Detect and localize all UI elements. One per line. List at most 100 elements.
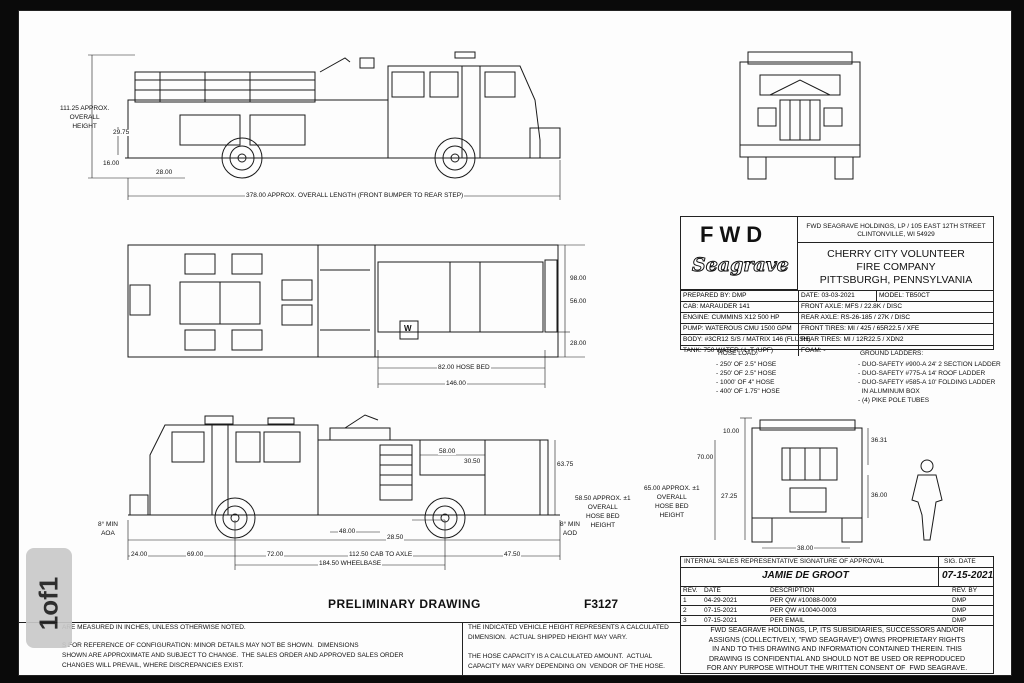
list-item: - 400' OF 1.75" HOSE	[716, 388, 780, 395]
dim-63-75: 63.75	[556, 461, 575, 468]
dim-36-00: 36.00	[870, 492, 889, 499]
legal-notice: FWD SEAGRAVE HOLDINGS, LP, ITS SUBSIDIAR…	[706, 627, 968, 672]
note-height: THE INDICATED VEHICLE HEIGHT REPRESENTS …	[468, 624, 669, 641]
spec-cell: PREPARED BY: DMP	[683, 292, 747, 299]
spec-row: PUMP: WATEROUS CMU 1500 GPM FRONT TIRES: …	[680, 323, 994, 334]
hose-load-list: - 250' OF 2.5" HOSE - 250' OF 2.5" HOSE - …	[716, 360, 780, 396]
sig-date-header: SIG. DATE	[944, 558, 976, 565]
wheelbase-label: 184.50 WHEELBASE	[318, 560, 383, 567]
dim-24-00: 24.00	[130, 551, 149, 558]
hose-bed-label: 82.00 HOSE BED	[437, 364, 491, 371]
dim-38-00: 38.00	[796, 545, 815, 552]
spec-cell: FRONT TIRES: MI / 425 / 65R22.5 / XFE	[798, 324, 919, 334]
ground-ladders-title: GROUND LADDERS:	[860, 350, 924, 357]
revision-cell: 04-29-2021	[704, 597, 738, 604]
spec-cell: ENGINE: CUMMINS X12 500 HP	[683, 314, 780, 321]
list-item: IN ALUMINUM BOX	[858, 388, 920, 395]
note-units: ARE MEASURED IN INCHES, UNLESS OTHERWISE…	[62, 624, 246, 631]
list-item: - DUO-SAFETY #900-A 24' 2 SECTION LADDER	[858, 361, 1001, 368]
plan-view-truck	[127, 244, 559, 358]
revision-cell: DMP	[952, 597, 967, 604]
dim-36-31: 36.31	[870, 437, 889, 444]
spec-cell: REAR TIRES: MI / 12R22.5 / XDN2	[798, 335, 903, 345]
hose-bed-height-label: 58.50 APPROX. ±1 OVERALL HOSE BED HEIGHT	[575, 495, 631, 529]
revision-cell: PER QW #10088-0009	[770, 597, 837, 604]
revision-cell: 1	[683, 597, 687, 604]
side-view-bottom-truck	[128, 414, 560, 539]
note-reference: S FOR REFERENCE OF CONFIGURATION: MINOR …	[62, 642, 404, 669]
front-view-truck	[739, 51, 861, 180]
revision-cell: 07-15-2021	[704, 617, 738, 624]
dim-16-00: 16.00	[102, 160, 121, 167]
dim-56: 56.00	[569, 298, 588, 305]
dim-58-00: 58.00	[438, 448, 457, 455]
customer-name: CHERRY CITY VOLUNTEER FIRE COMPANY PITTS…	[819, 248, 973, 286]
revision-cell: REV. BY	[952, 587, 978, 594]
overall-length-label: 378.00 APPROX. OVERALL LENGTH (FRONT BUM…	[245, 192, 465, 199]
dim-10-00: 10.00	[722, 428, 741, 435]
dim-146: 146.00	[445, 380, 467, 387]
spec-cell: TANK: 750 WATER / L-T (UPF)	[683, 347, 774, 354]
revision-cell: PER QW #10040-0003	[770, 607, 837, 614]
cab-to-axle-label: 112.50 CAB TO AXLE	[348, 551, 414, 558]
spec-cell: FRONT AXLE: MFS / 22.8K / DISC	[798, 302, 902, 312]
spec-row: TANK: 750 WATER / L-T (UPF) FOAM: -	[680, 345, 994, 356]
dim-29-75: 29.75	[112, 129, 131, 136]
list-item: - DUO-SAFETY #775-A 14' ROOF LADDER	[858, 370, 986, 377]
drawing-sheet	[18, 10, 1012, 676]
dim-28-50: 28.50	[386, 534, 405, 541]
dim-30-50: 30.50	[463, 458, 482, 465]
dim-48-00: 48.00	[338, 528, 357, 535]
revision-cell: DMP	[952, 607, 967, 614]
seagrave-logo: Seagrave	[692, 254, 790, 277]
revision-cell: 3	[683, 617, 687, 624]
spec-cell: FOAM: -	[798, 346, 826, 356]
rear-hose-bed-height-label: 65.00 APPROX. ±1 OVERALL HOSE BED HEIGHT	[644, 485, 700, 519]
spec-row: CAB: MARAUDER 141 FRONT AXLE: MFS / 22.8K…	[680, 301, 994, 312]
dim-72-00: 72.00	[266, 551, 285, 558]
revision-cell: DMP	[952, 617, 967, 624]
spec-cell: DATE: 03-03-2021	[798, 291, 855, 301]
revision-cell: PER EMAIL	[770, 617, 805, 624]
list-item: - 250' OF 2.5" HOSE	[716, 370, 777, 377]
list-item: - 1000' OF 4" HOSE	[716, 379, 775, 386]
dim-28: 28.00	[569, 340, 588, 347]
aoa-label: 8° MIN AOA	[98, 521, 118, 537]
rear-view-truck	[714, 417, 869, 549]
spec-cell: MODEL: TB50CT	[876, 291, 930, 301]
dim-47-50: 47.50	[503, 551, 522, 558]
drawing-number: F3127	[584, 597, 619, 611]
spec-cell: BODY: #3CR12 S/S / MATRIX 146 (FLUSH)	[683, 336, 811, 343]
page-indicator-badge: 1of1	[26, 548, 72, 648]
revision-cell: 2	[683, 607, 687, 614]
logo-cell	[680, 216, 798, 290]
aod-label: 8° MIN AOD	[560, 521, 580, 537]
ground-ladders-list: - DUO-SAFETY #900-A 24' 2 SECTION LADDER…	[858, 360, 1001, 405]
list-item: - 250' OF 2.5" HOSE	[716, 361, 777, 368]
fwd-logo: FWD	[700, 222, 769, 247]
title-block	[680, 216, 994, 350]
revision-cell: REV.	[683, 587, 698, 594]
spec-table: PREPARED BY: DMP DATE: 03-03-2021 MODEL: T…	[680, 290, 994, 356]
dim-28-00: 28.00	[155, 169, 174, 176]
spec-cell: PUMP: WATEROUS CMU 1500 GPM	[683, 325, 792, 332]
approval-header: INTERNAL SALES REPRESENTATIVE SIGNATURE …	[684, 558, 885, 565]
preliminary-drawing-title: PRELIMINARY DRAWING	[328, 597, 481, 611]
list-item: - (4) PIKE POLE TUBES	[858, 397, 930, 404]
revision-row: 1 04-29-2021 PER QW #10088-0009 DMP	[680, 596, 994, 606]
hose-load-title: HOSE LOAD:	[718, 350, 758, 357]
dim-69-00: 69.00	[186, 551, 205, 558]
page-indicator-text: 1of1	[33, 576, 64, 631]
person-figure	[911, 459, 943, 541]
signature: JAMIE DE GROOT	[762, 570, 849, 581]
spec-cell: CAB: MARAUDER 141	[683, 303, 750, 310]
note-hose-capacity: THE HOSE CAPACITY IS A CALCULATED AMOUNT…	[468, 653, 665, 670]
revision-cell: 07-15-2021	[704, 607, 738, 614]
spec-row: BODY: #3CR12 S/S / MATRIX 146 (FLUSH)REA…	[680, 334, 994, 345]
revision-row: 2 07-15-2021 PER QW #10040-0003 DMP	[680, 606, 994, 616]
w-mark: W	[404, 324, 412, 333]
revision-cell: DATE	[704, 587, 721, 594]
